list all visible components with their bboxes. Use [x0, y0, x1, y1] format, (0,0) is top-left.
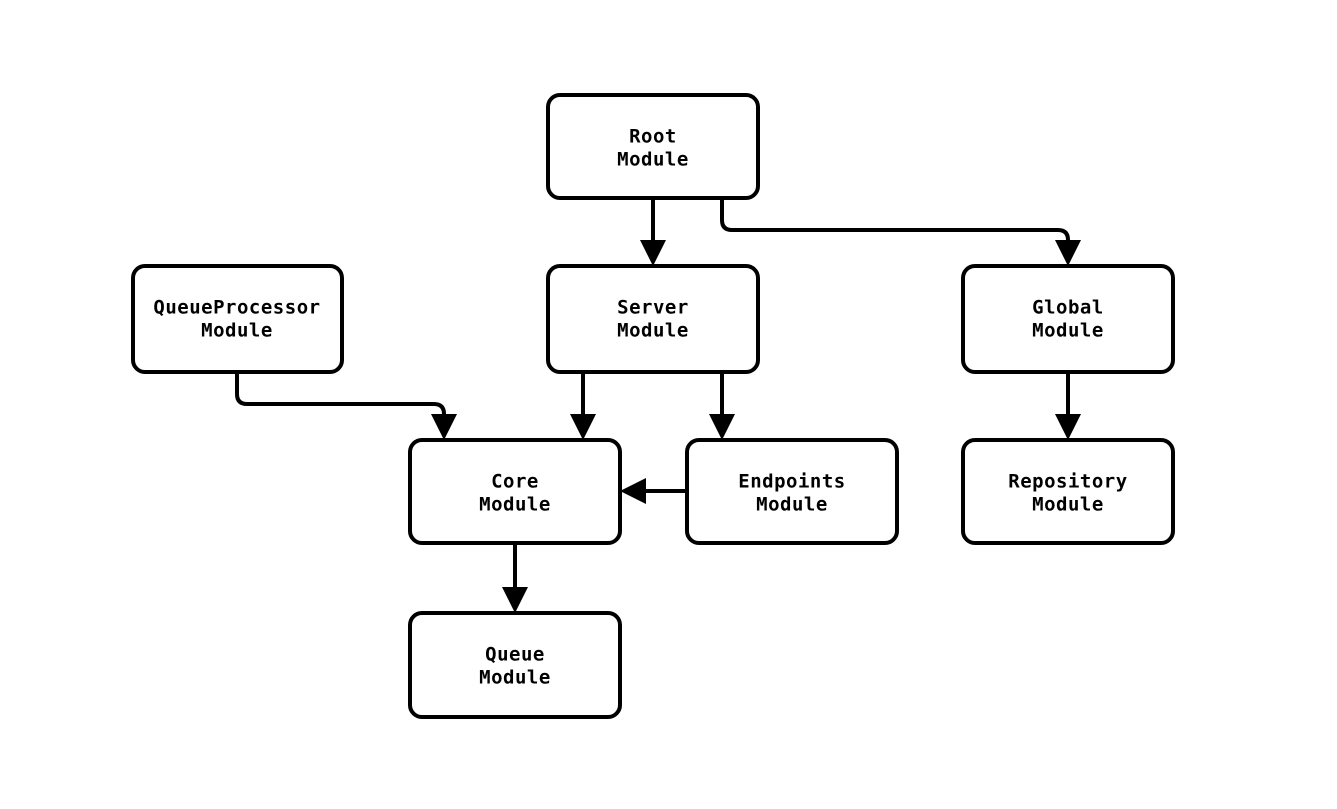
edge-root-to-server	[640, 198, 666, 266]
node-box[interactable]	[408, 438, 622, 545]
node-label-line1: Endpoints	[738, 471, 845, 493]
edge-server-to-core	[570, 372, 596, 440]
node-box[interactable]	[961, 438, 1175, 545]
edge-global-to-repository	[1055, 372, 1081, 440]
arrow-head-icon	[1055, 240, 1081, 266]
node-label-line1: Server	[617, 297, 689, 319]
arrow-head-icon	[709, 414, 735, 440]
node-box[interactable]	[546, 264, 760, 374]
node-box[interactable]	[131, 264, 344, 374]
edge-line	[720, 198, 1070, 252]
node-label-line1: Queue	[485, 644, 545, 666]
node-label-line2: Module	[756, 494, 828, 516]
node-label-line1: Core	[491, 471, 539, 493]
node-label-line2: Module	[201, 320, 273, 342]
node-label-line2: Module	[1032, 320, 1104, 342]
arrow-head-icon	[502, 587, 528, 613]
node-endpoints-module[interactable]: Endpoints Module	[685, 438, 899, 545]
node-core-module[interactable]: Core Module	[408, 438, 622, 545]
node-box[interactable]	[546, 93, 760, 200]
node-box[interactable]	[685, 438, 899, 545]
node-label-line2: Module	[479, 667, 551, 689]
node-label-line2: Module	[617, 320, 689, 342]
edge-root-to-global	[720, 198, 1081, 266]
node-box[interactable]	[961, 264, 1175, 374]
edge-layer	[235, 198, 1081, 613]
node-root-module[interactable]: Root Module	[546, 93, 760, 200]
edge-line	[235, 372, 446, 426]
node-queue-module[interactable]: Queue Module	[408, 611, 622, 719]
node-layer: Root Module QueueProcessor Module Server…	[131, 93, 1175, 719]
node-label-line1: Root	[629, 126, 677, 148]
node-server-module[interactable]: Server Module	[546, 264, 760, 374]
edge-server-to-endpoints	[709, 372, 735, 440]
node-repository-module[interactable]: Repository Module	[961, 438, 1175, 545]
edge-endpoints-to-core	[620, 478, 687, 504]
edge-core-to-queue	[502, 543, 528, 613]
arrow-head-icon	[570, 414, 596, 440]
node-label-line1: Global	[1032, 297, 1104, 319]
node-global-module[interactable]: Global Module	[961, 264, 1175, 374]
node-label-line2: Module	[1032, 494, 1104, 516]
node-box[interactable]	[408, 611, 622, 719]
node-label-line1: QueueProcessor	[153, 297, 320, 319]
arrow-head-icon	[431, 414, 457, 440]
node-label-line2: Module	[479, 494, 551, 516]
arrow-head-icon	[620, 478, 646, 504]
node-label-line1: Repository	[1008, 471, 1127, 493]
node-queueprocessor-module[interactable]: QueueProcessor Module	[131, 264, 344, 374]
arrow-head-icon	[640, 240, 666, 266]
edge-queueprocessor-to-core	[235, 372, 457, 440]
node-label-line2: Module	[617, 149, 689, 171]
arrow-head-icon	[1055, 414, 1081, 440]
